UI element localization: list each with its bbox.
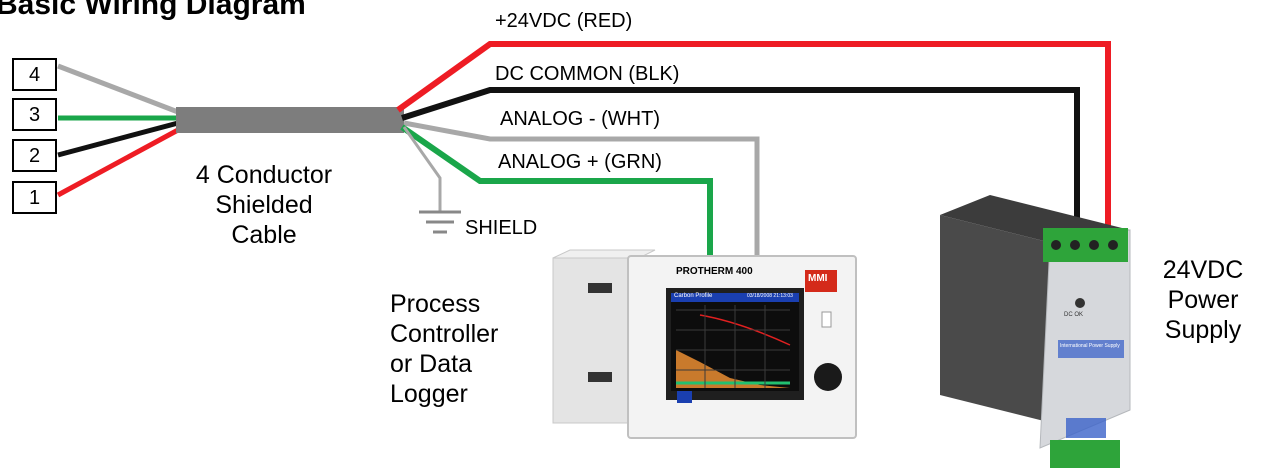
- terminal-4: 4: [12, 58, 57, 91]
- ground-icon: [419, 210, 461, 234]
- power-supply-label-line-1: 24VDC: [1162, 256, 1244, 284]
- power-supply-label: 24VDC Power Supply: [1148, 255, 1258, 345]
- controller-label: Process Controller or Data Logger: [390, 289, 498, 409]
- cable-label-line-3: Cable: [231, 221, 297, 249]
- shielded-cable: [176, 107, 404, 133]
- wire-white-analog-minus: [403, 120, 760, 258]
- controller-brand-logo: MMI: [808, 273, 828, 284]
- wire-label-green: ANALOG + (GRN): [498, 151, 662, 173]
- wire-green-analog-plus: [400, 124, 713, 258]
- controller-label-line-3: or Data: [390, 350, 472, 378]
- cable-label: 4 Conductor Shielded Cable: [184, 160, 344, 250]
- screen-time: 03/18/2008 21:13:03: [747, 293, 793, 299]
- wire-shield: [402, 126, 442, 212]
- controller-label-line-4: Logger: [390, 380, 468, 408]
- cable-label-line-1: 4 Conductor: [195, 161, 333, 189]
- controller-label-line-2: Controller: [390, 320, 499, 348]
- terminal-2: 2: [12, 139, 57, 172]
- shield-label: SHIELD: [465, 217, 538, 239]
- wire-black-common: [401, 87, 1080, 232]
- power-supply-label-line-2: Power: [1167, 286, 1239, 314]
- terminal-3: 3: [12, 98, 57, 131]
- wire-label-black: DC COMMON (BLK): [495, 63, 680, 85]
- wire-label-white: ANALOG - (WHT): [500, 108, 660, 130]
- diagram-title: Basic Wiring Diagram: [0, 0, 306, 21]
- wire-2-black: [57, 120, 179, 158]
- screen-title: Carbon Profile: [674, 293, 713, 299]
- wire-1-red: [56, 127, 180, 198]
- power-supply-output: DC OK: [1064, 312, 1084, 318]
- power-supply-image: [940, 195, 1131, 468]
- wire-4-gray: [57, 63, 179, 115]
- process-controller-image: [552, 249, 857, 439]
- controller-label-line-1: Process: [390, 290, 481, 318]
- controller-model: PROTHERM 400: [676, 266, 753, 277]
- power-supply-maker: International Power Supply: [1060, 343, 1120, 349]
- cable-label-line-2: Shielded: [215, 191, 313, 219]
- power-supply-label-line-3: Supply: [1164, 316, 1242, 344]
- wire-label-red: +24VDC (RED): [495, 10, 633, 32]
- wire-red-24vdc: [396, 41, 1111, 232]
- terminal-1: 1: [12, 181, 57, 214]
